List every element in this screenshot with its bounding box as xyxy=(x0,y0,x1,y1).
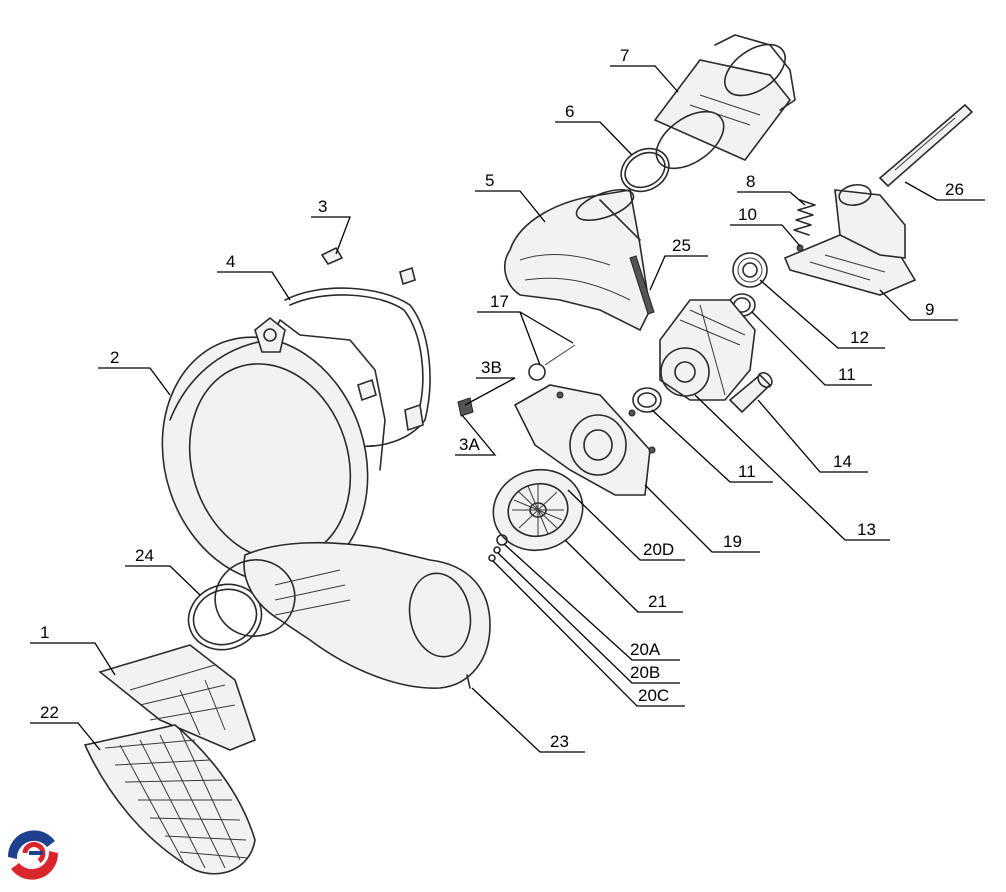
leader-4 xyxy=(217,271,291,301)
leader-20A xyxy=(503,543,680,661)
leader-13 xyxy=(694,394,890,541)
leader-5 xyxy=(475,190,546,223)
callout-7: 7 xyxy=(620,46,629,65)
part-20-washers xyxy=(488,534,508,562)
callout-22: 22 xyxy=(40,703,59,722)
callout-24: 24 xyxy=(135,546,154,565)
callout-11b: 11 xyxy=(738,462,756,481)
callout-20B: 20B xyxy=(630,663,660,682)
part-11-bearing-lower xyxy=(632,387,662,413)
callout-labels: 1 2 3 3A 3B 4 5 6 7 8 9 10 11 11 12 13 1… xyxy=(40,46,964,751)
part-14-capacitor xyxy=(728,371,773,414)
part-25-rod xyxy=(629,255,655,315)
callout-25: 25 xyxy=(672,236,691,255)
brand-logo xyxy=(7,830,59,880)
part-22-grille xyxy=(83,724,256,875)
part-19-back-plate xyxy=(513,384,656,496)
part-2-housing-scroll xyxy=(214,541,491,689)
leader-14 xyxy=(757,399,868,473)
leader-24 xyxy=(125,565,201,596)
part-2-housing xyxy=(161,316,386,584)
callout-9: 9 xyxy=(925,300,934,319)
callout-3A: 3A xyxy=(459,435,480,454)
leader-21 xyxy=(564,539,683,613)
callout-5: 5 xyxy=(485,171,494,190)
leader-8 xyxy=(737,191,806,206)
part-4-cover xyxy=(284,287,431,448)
callout-1: 1 xyxy=(40,623,49,642)
leader-10 xyxy=(730,224,801,247)
leader-11a xyxy=(751,311,872,386)
leader-1 xyxy=(30,642,116,676)
logo-blue-swoosh xyxy=(7,830,55,859)
part-7-outlet-tube xyxy=(653,34,796,170)
leader-6 xyxy=(555,121,633,156)
leader-lines xyxy=(30,65,985,753)
leader-26 xyxy=(904,181,985,201)
part-23-screw xyxy=(466,674,471,689)
part-12-pulley xyxy=(732,252,768,288)
callout-14: 14 xyxy=(833,452,852,471)
leader-20B xyxy=(497,552,680,684)
leader-11b xyxy=(651,409,773,483)
part-26-bracket-strip xyxy=(878,103,974,188)
callout-19: 19 xyxy=(723,532,742,551)
callout-3B: 3B xyxy=(481,358,502,377)
part-17-cap xyxy=(528,344,576,381)
leader-2 xyxy=(98,367,171,396)
callout-10: 10 xyxy=(738,205,757,224)
part-3B-clip xyxy=(457,397,474,417)
part-5-duct xyxy=(504,188,651,332)
callout-3: 3 xyxy=(318,197,327,216)
logo-red-inner xyxy=(22,842,46,864)
part-21-impeller xyxy=(492,468,584,552)
leader-7 xyxy=(610,65,679,93)
leader-20D xyxy=(567,489,685,561)
callout-11a: 11 xyxy=(838,365,856,384)
callout-12: 12 xyxy=(850,328,869,347)
leader-22 xyxy=(30,722,101,751)
callout-20D: 20D xyxy=(643,540,674,559)
callout-17: 17 xyxy=(490,292,509,311)
leader-25 xyxy=(649,255,708,291)
part-13-motor xyxy=(659,299,756,401)
callout-6: 6 xyxy=(565,102,574,121)
part-8-spring xyxy=(793,199,816,236)
logo-red-swoosh xyxy=(11,851,59,880)
leader-17b xyxy=(519,311,574,344)
leader-3 xyxy=(311,216,351,255)
callout-4: 4 xyxy=(226,252,235,271)
callout-21: 21 xyxy=(648,592,667,611)
part-9-motor-bracket xyxy=(783,183,917,296)
leader-3B xyxy=(464,377,516,406)
callout-13: 13 xyxy=(857,520,876,539)
callout-2: 2 xyxy=(110,348,119,367)
part-1-lower-bracket xyxy=(98,644,256,751)
leader-23 xyxy=(471,687,585,753)
leader-9 xyxy=(879,289,958,321)
callout-20A: 20A xyxy=(630,640,661,659)
callout-23: 23 xyxy=(550,732,569,751)
callout-26: 26 xyxy=(945,180,964,199)
callout-8: 8 xyxy=(746,172,755,191)
part-6-ring xyxy=(620,147,670,193)
leader-20C xyxy=(492,560,685,707)
callout-20C: 20C xyxy=(638,686,669,705)
leader-19 xyxy=(644,484,760,553)
leader-3A xyxy=(455,414,497,456)
leader-12 xyxy=(759,279,885,349)
